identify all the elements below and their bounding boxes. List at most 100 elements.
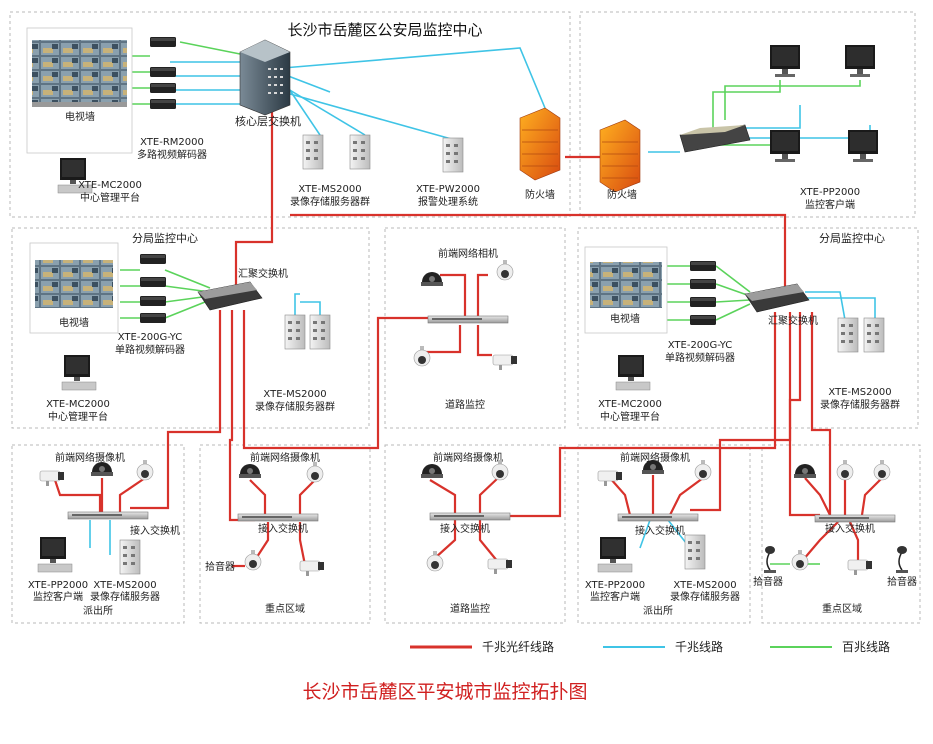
- legend: 千兆光纤线路 千兆线路 百兆线路: [410, 639, 890, 654]
- branch-left-decoder-model: XTE-200G-YC: [118, 332, 183, 343]
- access-switch-icon: [237, 513, 319, 522]
- station2-client-name: 监控客户端: [590, 590, 640, 603]
- zone-hq-clients: [579, 11, 916, 218]
- station2-switch-label: 接入交换机: [635, 524, 685, 537]
- road-mid-caption: 道路监控: [445, 398, 485, 411]
- alarm-server-icon: [442, 137, 464, 173]
- ptz-camera-icon: [873, 459, 891, 481]
- dome-camera-icon: [794, 464, 816, 478]
- branch-right-storage-model: XTE-MS2000: [828, 387, 891, 398]
- key1-mic-label: 拾音器: [205, 560, 235, 573]
- branch-left-wall-label: 电视墙: [59, 316, 89, 329]
- dome-camera-icon: [239, 464, 261, 478]
- ptz-camera-icon: [694, 459, 712, 481]
- key1-caption: 重点区域: [265, 602, 305, 615]
- branch-left-switch-label: 汇聚交换机: [238, 267, 288, 280]
- client-monitor-icon: [845, 45, 875, 77]
- decoder-icon: [150, 99, 176, 109]
- firewall-icon: [599, 119, 641, 193]
- hq-storage-server-icon: [302, 134, 324, 170]
- ptz-camera-icon: [136, 459, 154, 481]
- core-switch-icon: [239, 39, 291, 116]
- dome-camera-icon: [91, 462, 113, 476]
- hq-decoders: [150, 37, 176, 109]
- ptz-camera-icon: [791, 549, 809, 571]
- decoder-icon: [150, 67, 176, 77]
- branch-right-title: 分局监控中心: [819, 231, 885, 245]
- gigabit-lines: [89, 47, 876, 555]
- microphone-icon: [895, 545, 909, 574]
- alarm-model: XTE-PW2000: [416, 184, 480, 195]
- firewall1-label: 防火墙: [525, 188, 555, 201]
- decoder-icon: [140, 313, 166, 323]
- station1-storage-name: 录像存储服务器: [90, 590, 160, 603]
- station2-storage-model: XTE-MS2000: [673, 580, 736, 591]
- decoder-icon: [690, 315, 716, 325]
- legend-gigabit-label: 千兆线路: [675, 639, 723, 654]
- decoder-icon: [690, 279, 716, 289]
- decoder-icon: [690, 261, 716, 271]
- station2-title: 前端网络摄像机: [620, 451, 690, 464]
- station2-client-pc-icon: [597, 536, 633, 573]
- branch-left-video-wall: [29, 242, 119, 334]
- branch-right-video-wall: [584, 246, 668, 334]
- hq-center-title: 长沙市岳麓区公安局监控中心: [287, 21, 482, 39]
- key2-caption: 重点区域: [822, 602, 862, 615]
- branch-left-storage-name: 录像存储服务器群: [255, 400, 335, 413]
- firewall-icon: [519, 107, 561, 181]
- station1-client-name: 监控客户端: [33, 590, 83, 603]
- station1-client-pc-icon: [37, 536, 73, 573]
- branch-right-storage-icon: [837, 317, 859, 353]
- client-monitor-icon: [770, 45, 800, 77]
- hq-video-wall-label: 电视墙: [65, 110, 95, 123]
- decoder-icon: [150, 37, 176, 47]
- branch-right-decoder-name: 单路视频解码器: [665, 351, 735, 364]
- ptz-camera-icon: [836, 459, 854, 481]
- main-title: 长沙市岳麓区平安城市监控拓扑图: [302, 681, 587, 703]
- zone-key-area-1: [199, 444, 371, 624]
- decoder-icon: [140, 254, 166, 264]
- bullet-camera-icon: [492, 354, 518, 371]
- branch-left-storage-icon: [284, 314, 306, 350]
- decoder-icon: [150, 83, 176, 93]
- hundred-lines: [120, 41, 861, 565]
- dome-camera-icon: [421, 464, 443, 478]
- zone-key-area-2: [761, 444, 921, 624]
- bullet-camera-icon: [597, 470, 623, 487]
- station2-storage-name: 录像存储服务器: [670, 590, 740, 603]
- hq-storage-name: 录像存储服务器群: [290, 195, 370, 208]
- station2-caption: 派出所: [643, 604, 673, 617]
- road2-switch-label: 接入交换机: [440, 522, 490, 535]
- branch-left-title: 分局监控中心: [132, 231, 198, 245]
- branch-right-mgmt-name: 中心管理平台: [600, 410, 660, 423]
- hq-video-wall: [26, 27, 133, 154]
- branch-left-mgmt-name: 中心管理平台: [48, 410, 108, 423]
- station1-caption: 派出所: [83, 604, 113, 617]
- branch-right-storage-icon: [863, 317, 885, 353]
- branch-left-mgmt-model: XTE-MC2000: [46, 399, 110, 410]
- access-switch-icon: [67, 511, 149, 520]
- key1-title: 前端网络摄像机: [250, 451, 320, 464]
- branch-right-storage-name: 录像存储服务器群: [820, 398, 900, 411]
- decoder-icon: [140, 277, 166, 287]
- branch-right-switch-label: 汇聚交换机: [768, 314, 818, 327]
- aggregation-switch-icon: [197, 281, 263, 311]
- branch-right-mgmt-model: XTE-MC2000: [598, 399, 662, 410]
- access-switch-icon: [427, 315, 509, 324]
- road-mid-title: 前端网络相机: [438, 247, 498, 260]
- key1-switch-label: 接入交换机: [258, 522, 308, 535]
- ptz-camera-icon: [496, 259, 514, 281]
- legend-hundred-label: 百兆线路: [842, 639, 890, 654]
- decoder-icon: [140, 296, 166, 306]
- zone-road-mid: [384, 227, 566, 429]
- road2-title: 前端网络摄像机: [433, 451, 503, 464]
- zone-hq-center: [9, 11, 571, 218]
- key2-mic-left: 拾音器: [753, 575, 783, 588]
- station1-storage-icon: [119, 539, 141, 575]
- branch-left-storage-model: XTE-MS2000: [263, 389, 326, 400]
- hq-storage-server-icon: [349, 134, 371, 170]
- zone-branch-left: [11, 227, 370, 429]
- alarm-name: 报警处理系统: [418, 195, 478, 208]
- bullet-camera-icon: [847, 559, 873, 576]
